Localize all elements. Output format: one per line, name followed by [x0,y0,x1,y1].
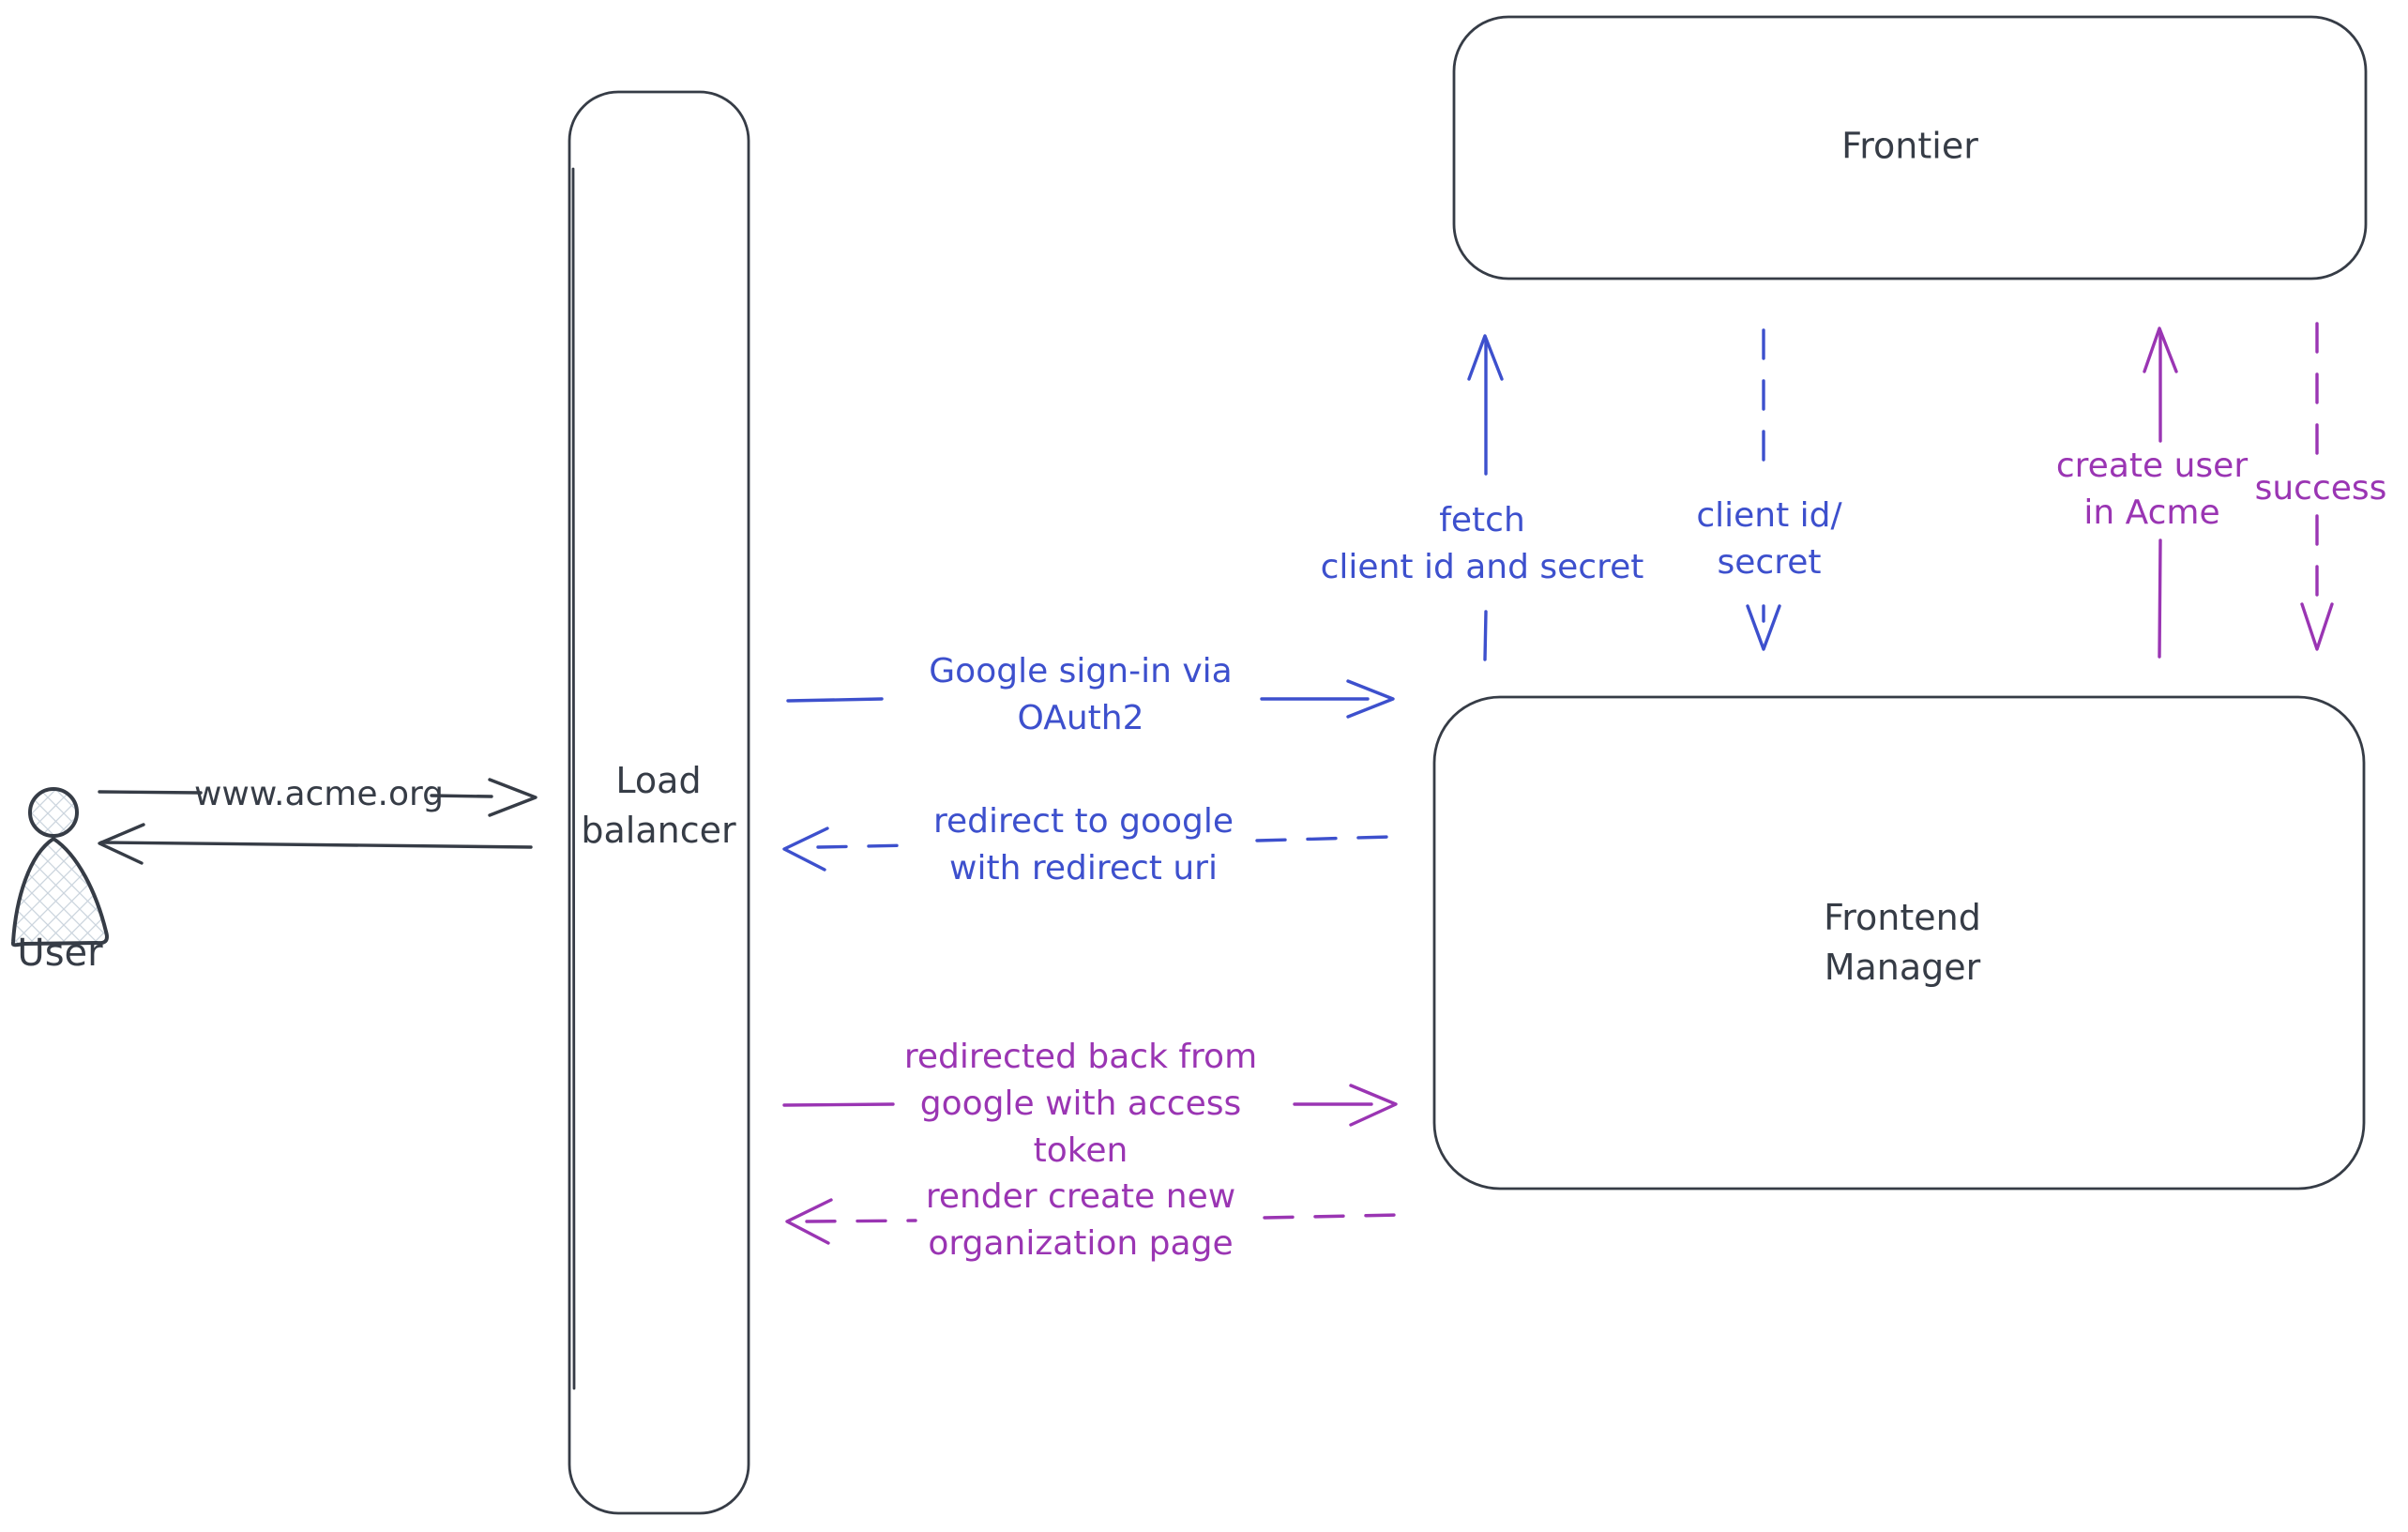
arrow-www-acme [98,778,538,817]
arrow-success [2300,322,2334,651]
arrow-create-user [2143,326,2178,659]
arrow-google-signin [786,679,1395,719]
load-balancer-box [568,90,750,1515]
frontier-box [1452,15,2368,281]
arrow-redirected-back [782,1084,1398,1127]
arrow-redirect-to-google [782,827,1392,872]
arrow-render-org-page [785,1198,1401,1245]
arrow-client-id-secret [1746,328,1781,651]
arrow-fetch-client [1467,334,1504,661]
arrow-lb-response [98,823,533,865]
frontend-manager-box [1432,695,2366,1191]
user-figure [10,787,109,948]
